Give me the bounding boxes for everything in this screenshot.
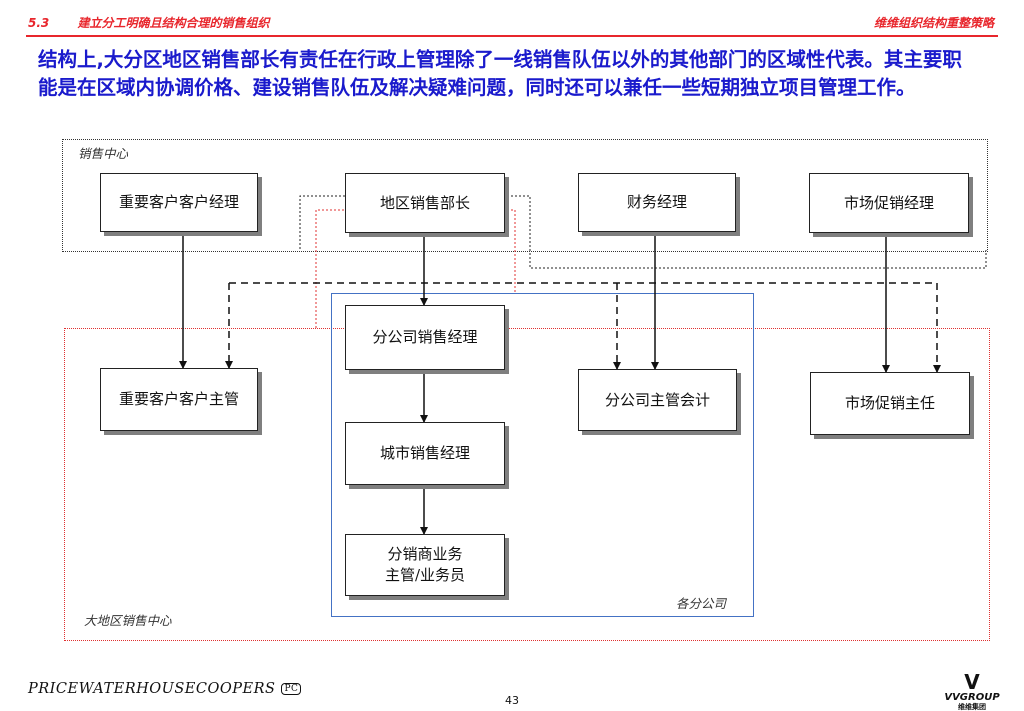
marketing-promotion-director-box: 市场促销主任 bbox=[810, 372, 970, 435]
pwc-logo: PRICEWATERHOUSECOOPERS PC bbox=[28, 681, 302, 697]
director-red-dotted-frame bbox=[315, 209, 345, 328]
sales-center-region bbox=[62, 139, 988, 252]
marketing-promotion-manager-box: 市场促销经理 bbox=[809, 173, 969, 233]
deck-title: 维维组织结构重整策略 bbox=[873, 16, 994, 30]
header-divider bbox=[26, 35, 998, 37]
big-region-label: 大地区销售中心 bbox=[84, 613, 172, 628]
branch-chief-accountant-box: 分公司主管会计 bbox=[578, 369, 737, 431]
big-region-area bbox=[64, 328, 990, 641]
finance-manager-box: 财务经理 bbox=[578, 173, 736, 232]
pwc-logo-text: PRICEWATERHOUSECOOPERS bbox=[28, 681, 276, 697]
regional-sales-director-box: 地区销售部长 bbox=[345, 173, 505, 233]
key-account-supervisor-box: 重要客户客户主管 bbox=[100, 368, 258, 431]
intro-paragraph: 结构上,大分区地区销售部长有责任在行政上管理除了一线销售队伍以外的其他部门的区域… bbox=[38, 48, 962, 99]
city-sales-manager-box: 城市销售经理 bbox=[345, 422, 505, 485]
vvgroup-mark-icon: V bbox=[964, 670, 980, 694]
director-black-dotted-link-right bbox=[503, 195, 987, 269]
director-black-dotted-link-left bbox=[299, 195, 345, 250]
section-header: 5.3 建立分工明确且结构合理的销售组织 bbox=[28, 14, 269, 31]
branch-region bbox=[331, 293, 754, 617]
pwc-logo-badge: PC bbox=[281, 683, 302, 695]
page-number: 43 bbox=[505, 694, 519, 707]
distributor-supervisor-box: 分销商业务 主管/业务员 bbox=[345, 534, 505, 596]
vvgroup-logo-text: VVGROUP bbox=[944, 692, 1000, 703]
sales-center-label: 销售中心 bbox=[78, 146, 129, 161]
branch-label: 各分公司 bbox=[676, 596, 727, 611]
director-red-dotted-frame-right bbox=[503, 209, 516, 293]
key-account-manager-box: 重要客户客户经理 bbox=[100, 173, 258, 232]
vvgroup-logo: V VVGROUP 维维集团 bbox=[942, 670, 1002, 711]
section-number: 5.3 bbox=[28, 16, 50, 30]
branch-sales-manager-box: 分公司销售经理 bbox=[345, 305, 505, 370]
section-title: 建立分工明确且结构合理的销售组织 bbox=[77, 16, 270, 30]
vvgroup-logo-sub: 维维集团 bbox=[958, 703, 986, 711]
